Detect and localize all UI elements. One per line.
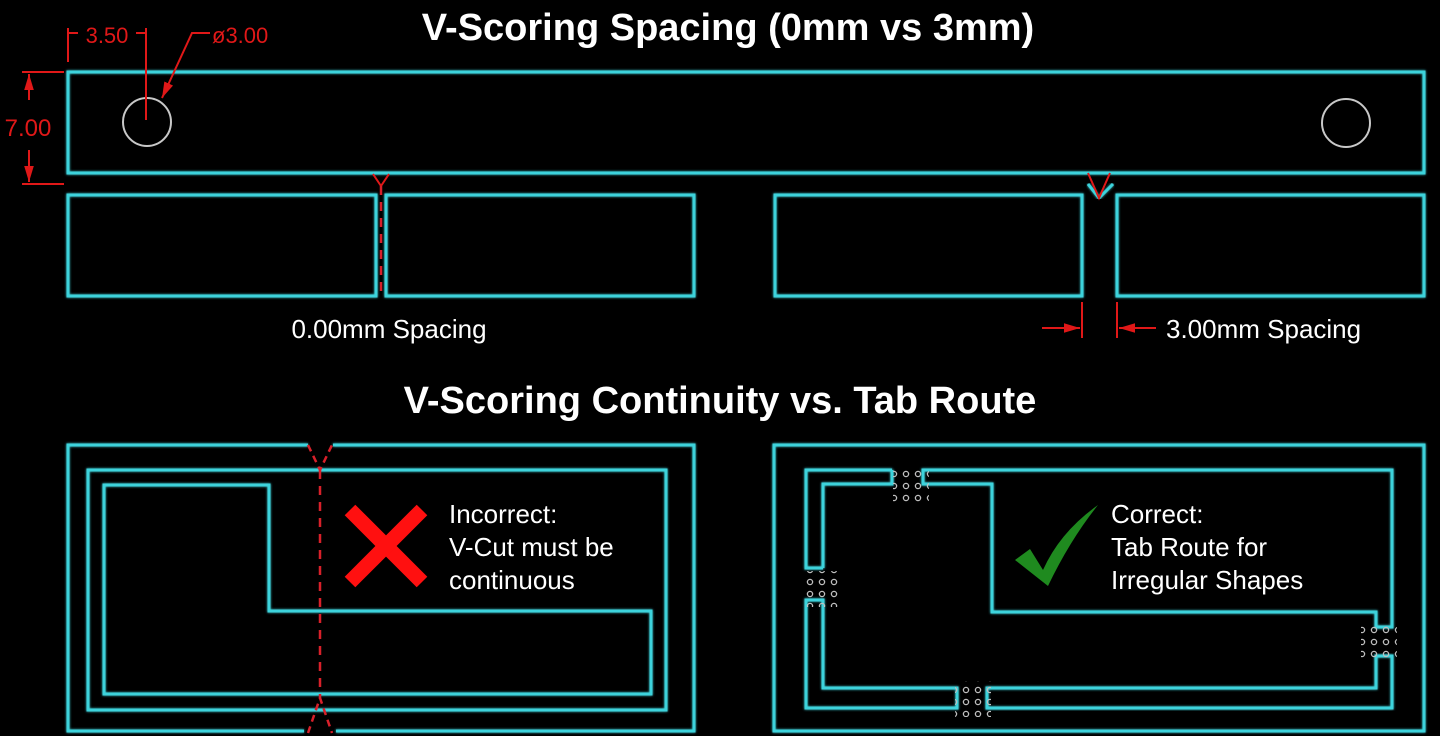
svg-text:3.50: 3.50 (86, 23, 129, 48)
incorrect-heading: Incorrect: (449, 499, 557, 529)
correct-line-2: Tab Route for (1111, 532, 1267, 562)
mouse-bite-tab (955, 681, 991, 717)
panel-three-mm-spacing (773, 172, 1426, 338)
dimension-hole-offset: 3.50 (67, 23, 147, 120)
panel-rail (66, 70, 1426, 175)
dimension-hole-diameter: ø3.00 (161, 23, 268, 99)
mouse-bite-tab (1361, 625, 1397, 661)
v-score-marker (372, 173, 390, 188)
dimension-rail-height: 7.00 (5, 71, 64, 185)
svg-text:7.00: 7.00 (5, 115, 52, 142)
tooling-hole-right (1321, 98, 1371, 148)
top-section-title: V-Scoring Spacing (0mm vs 3mm) (422, 7, 1034, 49)
panel-zero-spacing (66, 173, 696, 298)
svg-text:ø3.00: ø3.00 (212, 23, 268, 48)
panel-incorrect-vcut (66, 443, 696, 734)
bottom-section-title: V-Scoring Continuity vs. Tab Route (404, 380, 1037, 422)
checkmark-icon (1015, 505, 1098, 586)
correct-heading: Correct: (1111, 499, 1203, 529)
incorrect-line-2: V-Cut must be (449, 532, 614, 562)
mouse-bite-tab (893, 466, 929, 502)
incorrect-line-3: continuous (449, 565, 575, 595)
correct-line-3: Irregular Shapes (1111, 565, 1303, 595)
panel-correct-tab-route (772, 443, 1426, 733)
three-mm-spacing-label: 3.00mm Spacing (1166, 314, 1361, 344)
cross-icon (344, 504, 428, 588)
zero-spacing-label: 0.00mm Spacing (291, 314, 486, 344)
v-score-marker (1087, 172, 1111, 201)
mouse-bite-tab (803, 571, 839, 607)
